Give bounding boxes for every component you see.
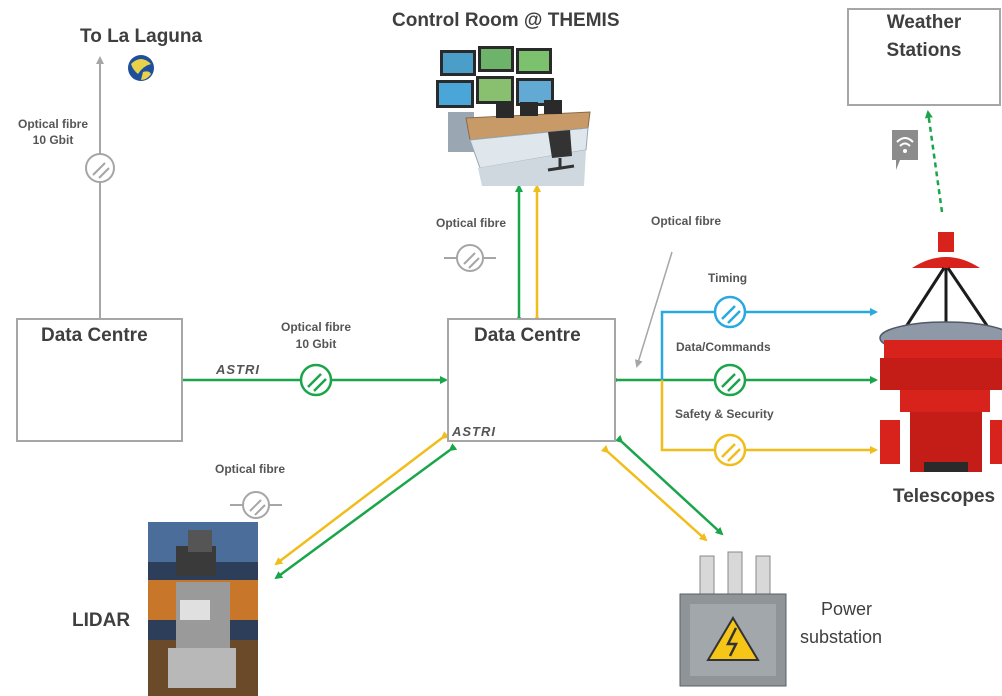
dc-fibre-label-1: Optical fibre (280, 320, 351, 334)
fibre-pointer (634, 251, 673, 368)
astri-logo-left: ASTRI (216, 362, 260, 377)
fibre-connector-icon (713, 363, 747, 397)
weather-stations-box[interactable] (847, 8, 1001, 106)
fibre-connector-icon (713, 295, 747, 329)
power-substation-title-1: Power (821, 599, 873, 619)
fibre-connector-icon (444, 244, 496, 272)
power-substation-illustration (679, 551, 787, 687)
fibre-connector-icon (299, 363, 333, 397)
power-yellow-link (600, 445, 708, 542)
weather-stations-title-2: Stations (886, 40, 962, 61)
wifi-icon (892, 130, 918, 170)
lidar-label: LIDAR (72, 610, 131, 631)
telescopes-label: Telescopes (893, 486, 996, 507)
fibre-connector-icon (230, 491, 282, 519)
data-centre-left-box[interactable] (16, 318, 183, 442)
data-commands-label: Data/Commands (676, 340, 771, 354)
lidar-photo (148, 522, 258, 696)
fibre-connector-icon (85, 153, 115, 183)
power-green-link (614, 434, 724, 536)
lidar-yellow-link (274, 431, 450, 566)
control-room-illustration (436, 46, 591, 186)
astri-logo-center: ASTRI (452, 424, 496, 439)
globe-logo-icon (128, 55, 154, 81)
timing-link (660, 308, 878, 380)
laguna-fibre-label-1: Optical fibre (17, 117, 88, 131)
dc-fibre-label-2: 10 Gbit (295, 337, 337, 351)
timing-label: Timing (708, 271, 748, 285)
data-centre-left-title: Data Centre (41, 325, 148, 346)
safety-security-label: Safety & Security (675, 407, 774, 421)
weather-link (924, 110, 944, 213)
laguna-fibre-label-2: 10 Gbit (32, 133, 74, 147)
telescope-fibre-label: Optical fibre (651, 214, 722, 228)
lidar-green-link (274, 443, 458, 580)
power-substation-title-2: substation (800, 627, 883, 647)
control-fibre-label: Optical fibre (436, 216, 507, 230)
telescope-illustration (879, 232, 1002, 472)
lidar-fibre-label: Optical fibre (215, 462, 286, 476)
to-la-laguna-label: To La Laguna (80, 26, 203, 47)
data-centre-center-title: Data Centre (474, 325, 581, 346)
data-centre-center-box[interactable] (447, 318, 616, 442)
fibre-connector-icon (713, 433, 747, 467)
control-room-label: Control Room @ THEMIS (392, 10, 620, 31)
weather-stations-title-1: Weather (886, 12, 962, 33)
